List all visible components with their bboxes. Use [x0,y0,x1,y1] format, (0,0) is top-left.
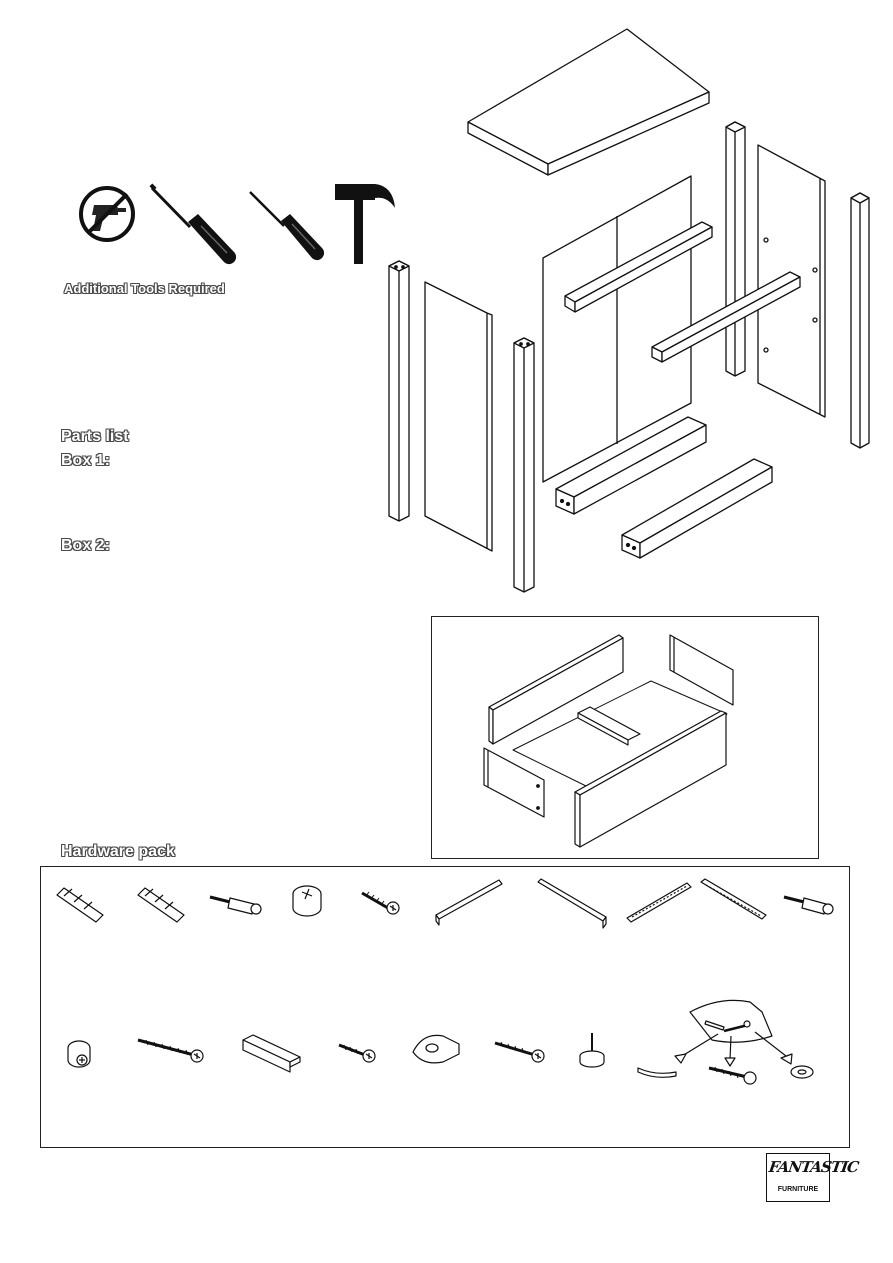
furniture-glide [579,1033,605,1068]
hardware-items [56,878,834,1085]
screw-3 [494,1041,545,1063]
tools-icons [79,183,395,265]
drawer-side-right [669,634,734,706]
box1-label: Box 1: [61,452,110,469]
wooden-dowel-2 [137,887,185,923]
cam-bolt-2 [783,895,834,915]
hammer-icon [335,184,395,264]
middle-rail [651,271,801,363]
phillips-screwdriver-icon [249,191,325,261]
drawer-support [577,706,641,746]
drawer-runner-2 [537,878,607,929]
bottom-front-rail [555,416,707,515]
box2-label: Box 2: [61,537,110,554]
hardware-pack-frame [40,866,850,1148]
short-screw-1 [361,891,400,915]
drawer-runner-1 [435,879,503,926]
top-panel [467,28,710,176]
upper-rail [564,221,713,313]
drawer-side-left [483,747,545,818]
fantastic-furniture-logo: FANTASTIC FURNITURE [766,1153,860,1202]
handle-profile [242,1034,301,1073]
drawer-runner-3 [626,882,692,923]
left-front-leg [388,260,410,522]
logo-main-text: FANTASTIC [767,1158,860,1176]
corner-block [412,1034,460,1064]
drawer-front [574,710,727,848]
wall-screw [708,1066,757,1085]
flathead-screwdriver-icon [149,183,237,265]
long-screw [137,1038,204,1063]
left-side-panel [424,281,493,552]
washer [790,1065,814,1079]
cam-lock-1 [292,885,322,917]
bottom-rear-rail [621,458,773,559]
drawer-diagram-frame [431,616,819,859]
drawer-diagram [483,634,734,848]
tools-caption: Additional Tools Required [64,281,225,296]
cam-lock-2 [67,1040,91,1068]
middle-front-leg [513,337,535,593]
short-screw-2 [338,1043,376,1063]
drawer-runner-4 [700,878,767,920]
exploded-cabinet-diagram [388,28,870,593]
strap [637,1067,677,1078]
cam-bolt-1 [209,895,262,915]
drawer-back [488,634,624,745]
wall-fixing-pack [674,999,793,1067]
wooden-dowel-1 [56,887,104,923]
far-right-leg [850,192,870,449]
no-power-drill-icon [79,186,135,242]
parts-list-title: Parts list [61,428,129,445]
hardware-pack-title: Hardware pack [61,843,175,860]
logo-sub-text: FURNITURE [777,1186,819,1193]
